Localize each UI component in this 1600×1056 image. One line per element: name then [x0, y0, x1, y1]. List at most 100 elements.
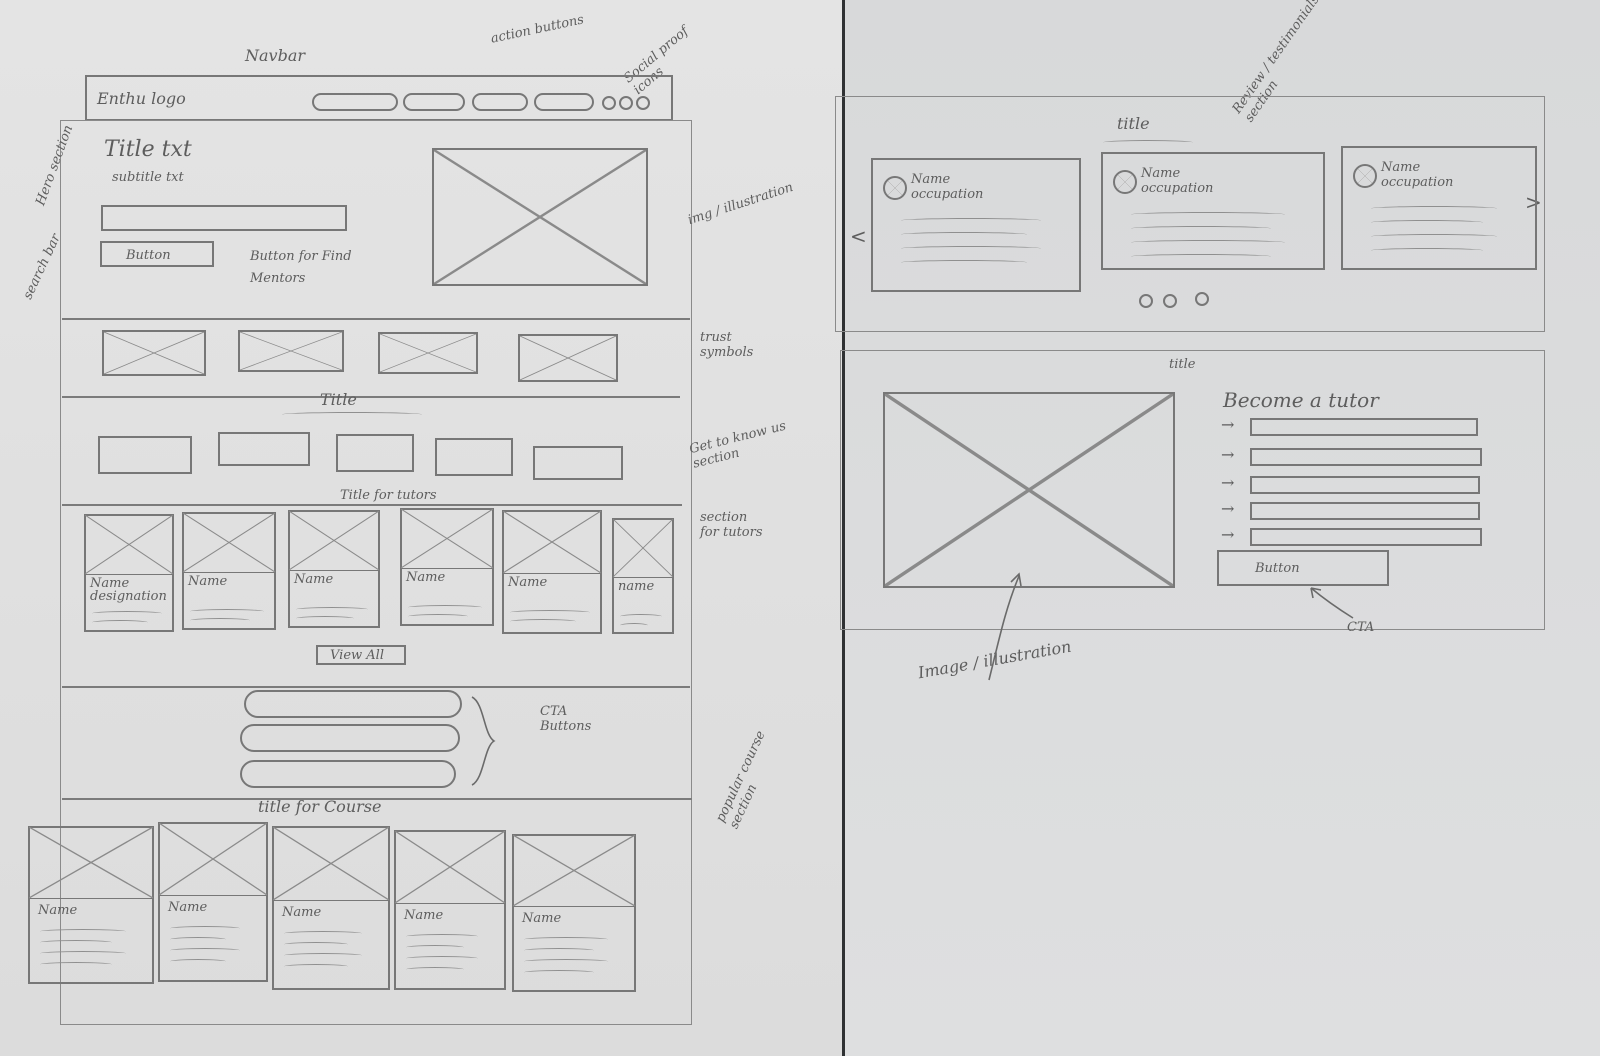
text-line — [524, 948, 594, 953]
courses-annotation: popular course section — [713, 728, 769, 832]
tutor-card[interactable]: Name — [400, 508, 494, 626]
course-image-placeholder — [158, 822, 268, 896]
search-annotation: search bar — [20, 231, 64, 302]
course-card[interactable]: Name — [28, 826, 154, 984]
text-line — [1131, 240, 1285, 245]
avatar — [883, 176, 907, 200]
action-button-2[interactable] — [403, 93, 465, 111]
course-card[interactable]: Name — [512, 834, 636, 992]
tutor-card[interactable]: Name — [288, 510, 380, 628]
reviews-title: title — [1117, 114, 1150, 133]
form-field[interactable] — [1250, 528, 1482, 546]
cta-button-1[interactable] — [244, 690, 462, 718]
text-line — [1131, 254, 1271, 259]
cta-arrow — [1310, 587, 1354, 619]
view-all-label: View All — [330, 648, 384, 663]
cta-note: CTA — [1347, 620, 1375, 635]
tutor-card[interactable]: name — [612, 518, 674, 634]
divider — [62, 396, 680, 398]
info-card-4 — [435, 438, 513, 476]
course-card[interactable]: Name — [158, 822, 268, 982]
course-card[interactable]: Name — [394, 830, 506, 990]
action-button-3[interactable] — [472, 93, 528, 111]
reviewer-name: Name — [1381, 160, 1421, 175]
cta-button-3[interactable] — [240, 760, 456, 788]
reviewer-name: Name — [911, 172, 951, 187]
tutor-image-placeholder — [883, 392, 1175, 588]
tutor-name: Name designation — [90, 576, 167, 604]
text-line — [510, 619, 576, 624]
course-name: Name — [404, 908, 444, 923]
tutor-name: Name — [294, 572, 334, 587]
carousel-dot-1[interactable] — [1139, 294, 1153, 308]
divider — [62, 318, 690, 320]
text-line — [40, 940, 112, 945]
text-line — [1371, 234, 1497, 239]
reviewer-occupation: occupation — [1381, 175, 1454, 190]
trust-annotation: trust symbols — [700, 330, 754, 360]
reviewer-occupation: occupation — [1141, 181, 1214, 196]
tutor-name: Name — [188, 574, 228, 589]
find-mentors-button[interactable]: Button — [100, 241, 214, 267]
tutor-photo-placeholder — [612, 518, 674, 578]
social-icon-2[interactable] — [619, 96, 633, 110]
prev-arrow[interactable]: < — [850, 224, 867, 248]
cta-button-2[interactable] — [240, 724, 460, 752]
text-line — [40, 962, 112, 967]
divider — [62, 798, 692, 800]
become-tutor-title-annotation: title — [1169, 357, 1196, 372]
view-all-button[interactable]: View All — [316, 645, 406, 665]
text-line — [1371, 220, 1483, 225]
text-line — [284, 931, 362, 936]
tutor-card[interactable]: Name designation — [84, 514, 174, 632]
text-line — [40, 951, 126, 956]
tutor-card[interactable]: Name — [182, 512, 276, 630]
tutor-card[interactable]: Name — [502, 510, 602, 634]
trust-logo-1 — [102, 330, 206, 376]
tutor-photo-placeholder — [502, 510, 602, 574]
avatar — [1113, 170, 1137, 194]
text-line — [92, 611, 162, 616]
course-name: Name — [282, 905, 322, 920]
text-line — [170, 959, 226, 964]
arrow-icon: → — [1221, 415, 1235, 434]
text-line — [1371, 206, 1497, 211]
action-buttons-annotation: action buttons — [489, 12, 586, 47]
text-line — [406, 956, 478, 961]
become-tutor-button-label: Button — [1255, 561, 1300, 576]
hero-title: Title txt — [104, 137, 192, 162]
form-field[interactable] — [1250, 502, 1480, 520]
next-arrow[interactable]: > — [1525, 190, 1542, 214]
logo: Enthu logo — [97, 89, 186, 108]
text-line — [284, 953, 362, 958]
social-icon-1[interactable] — [602, 96, 616, 110]
trust-logo-4 — [518, 334, 618, 382]
form-field[interactable] — [1250, 418, 1478, 436]
course-card[interactable]: Name — [272, 826, 390, 990]
carousel-dot-3[interactable] — [1195, 292, 1209, 306]
text-line — [901, 260, 1027, 265]
page-frame — [60, 120, 692, 1025]
action-button-1[interactable] — [312, 93, 398, 111]
become-tutor-button[interactable]: Button — [1217, 550, 1389, 586]
text-line — [190, 609, 264, 614]
text-line — [190, 618, 250, 623]
search-input[interactable] — [101, 205, 347, 231]
text-line — [1131, 226, 1271, 231]
social-icon-3[interactable] — [636, 96, 650, 110]
arrow-icon: → — [1221, 445, 1235, 464]
form-field[interactable] — [1250, 476, 1480, 494]
carousel-dot-2[interactable] — [1163, 294, 1177, 308]
info-card-5 — [533, 446, 623, 480]
arrow-icon: → — [1221, 499, 1235, 518]
text-line — [284, 942, 348, 947]
title-underline — [1103, 140, 1193, 145]
info-card-1 — [98, 436, 192, 474]
form-field[interactable] — [1250, 448, 1482, 466]
course-image-placeholder — [394, 830, 506, 904]
action-button-4[interactable] — [534, 93, 594, 111]
course-name: Name — [522, 911, 562, 926]
